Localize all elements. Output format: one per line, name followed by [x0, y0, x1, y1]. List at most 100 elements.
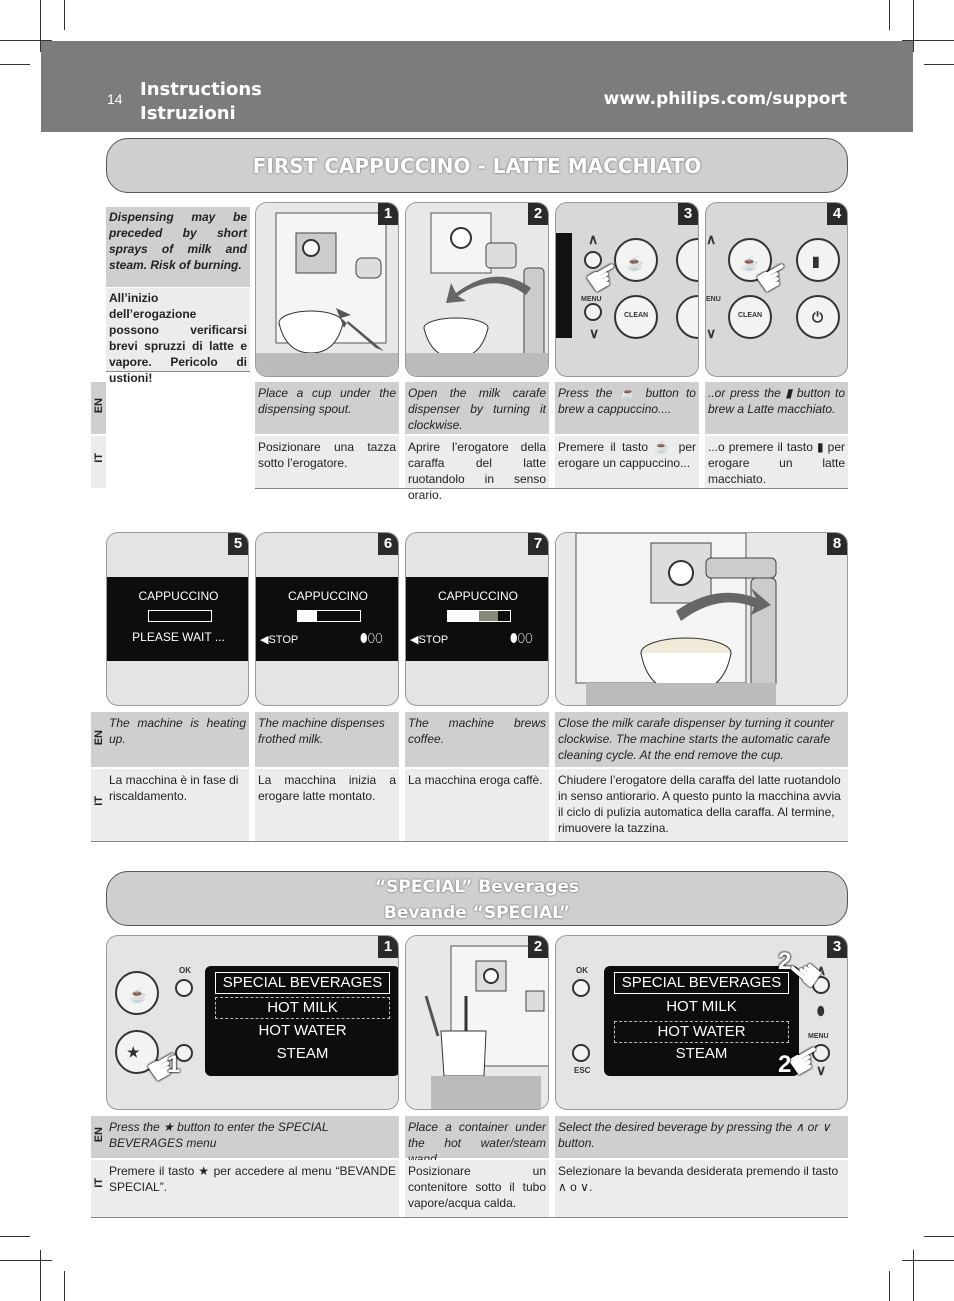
warning-text-en: Dispensing may be preceded by short spra… — [106, 207, 250, 287]
special-beverages-button[interactable] — [115, 1030, 159, 1074]
special-star-icon: ★ — [198, 1164, 210, 1178]
progress-bar — [447, 610, 511, 622]
section-title-it: Bevande “SPECIAL” — [383, 903, 571, 923]
crop-mark — [0, 1236, 30, 1237]
step-3-text-en: Press the ☕ button to brew a cappuccino.… — [555, 382, 699, 434]
step-5-text-it: La macchina è in fase di riscaldamento. — [106, 769, 249, 841]
menu-item-hot-milk[interactable]: HOT MILK — [215, 997, 390, 1019]
container-under-wand-illustration — [406, 936, 548, 1109]
step-number: 3 — [827, 936, 847, 958]
ok-label: OK — [179, 966, 191, 975]
special-step-3-text-en: Select the desired beverage by pressing … — [555, 1116, 848, 1158]
menu-item-hot-water[interactable]: HOT WATER — [258, 1022, 347, 1039]
display-screen: CAPPUCCINO PLEASE WAIT ... — [107, 577, 248, 661]
callout-number: 2 — [778, 948, 792, 975]
step-number: 4 — [827, 203, 847, 225]
step-6-text-it: La macchina inizia a erogare latte monta… — [255, 769, 399, 841]
support-url-link[interactable]: www.philips.com/support — [603, 89, 847, 109]
step-image-3: ∧ ☕ MENU ∨ CLEAN ☛ 3 — [555, 202, 699, 377]
step-image-7: CAPPUCCINO ◀STOP ⬮⬯⬯ 7 — [405, 532, 549, 706]
screen-title: CAPPUCCINO — [287, 589, 368, 603]
aroma-bean-icon: ⬮ — [817, 1004, 825, 1018]
step-number: 5 — [228, 533, 248, 555]
step-1-text-it: Posizionare una tazza sotto l’erogatore. — [255, 436, 399, 488]
clean-label: CLEAN — [624, 312, 649, 319]
clean-button[interactable] — [614, 295, 658, 339]
step-4-text-it: ...o premere il tasto ▮ per erogare un l… — [705, 436, 848, 488]
arrow-up-icon: ∧ — [588, 231, 599, 247]
screen-message: PLEASE WAIT ... — [132, 630, 225, 644]
step-1-text-en: Place a cup under the dispensing spout. — [255, 382, 399, 434]
special-step-1-text-it: Premere il tasto ★ per accedere al menu … — [106, 1160, 399, 1217]
crop-mark — [40, 0, 41, 52]
carafe-open-illustration — [406, 203, 548, 376]
step-8-text-it: Chiudere l’erogatore della caraffa del l… — [555, 769, 848, 841]
lang-strip-it — [91, 436, 106, 488]
latte-glass-icon: ▮ — [812, 253, 820, 269]
step-number: 1 — [378, 936, 398, 958]
latte-button[interactable] — [676, 238, 698, 282]
crop-mark — [0, 64, 30, 65]
power-button[interactable] — [676, 295, 698, 339]
esc-button[interactable] — [572, 1044, 590, 1062]
back-arrow-icon: ◀ — [260, 634, 269, 646]
page-header: 14 Instructions Istruzioni www.philips.c… — [41, 41, 913, 132]
header-title-it: Istruzioni — [140, 103, 236, 124]
down-button[interactable] — [812, 1044, 830, 1062]
latte-macchiato-button[interactable] — [796, 238, 840, 282]
section-title-cappuccino: FIRST CAPPUCCINO - LATTE MACCHIATO — [106, 138, 848, 193]
lang-label-en: EN — [93, 1127, 105, 1143]
special-star-icon: ★ — [163, 1120, 174, 1134]
special-step-2-text-it: Posizionare un contenitore sotto il tubo… — [405, 1160, 549, 1217]
carafe-close-illustration — [556, 533, 847, 705]
special-step-image-3: OK ESC SPECIAL BEVERAGES HOT MILK HOT WA… — [555, 935, 848, 1110]
ok-button-dot[interactable] — [584, 251, 602, 269]
step-image-6: CAPPUCCINO ◀STOP ⬮⬯⬯ 6 — [255, 532, 399, 706]
menu-item-hot-water[interactable]: HOT WATER — [614, 1021, 789, 1043]
special-step-image-2: 2 — [405, 935, 549, 1110]
lang-strip-en — [91, 712, 106, 767]
step-3-text-it: Premere il tasto ☕ per erogare un cappuc… — [555, 436, 699, 488]
ok-button[interactable] — [175, 979, 193, 997]
ok-label: OK — [576, 966, 588, 975]
callout-number: 2 — [778, 1051, 792, 1078]
crop-mark — [64, 1271, 65, 1301]
menu-item-steam[interactable]: STEAM — [675, 1045, 728, 1062]
ok-button[interactable] — [572, 979, 590, 997]
menu-label: MENU — [581, 296, 602, 303]
crop-mark — [64, 0, 65, 30]
stop-button[interactable]: ◀STOP — [260, 634, 299, 646]
power-button[interactable] — [796, 295, 840, 339]
lang-strip-it — [91, 1160, 106, 1217]
stop-button[interactable]: ◀STOP — [410, 634, 449, 646]
step-number: 1 — [378, 203, 398, 225]
cappuccino-button[interactable] — [115, 971, 159, 1015]
menu-button[interactable] — [584, 303, 602, 321]
cappuccino-button[interactable] — [728, 238, 772, 282]
step-2-text-it: Aprire l’erogatore della caraffa del lat… — [405, 436, 549, 502]
menu-title: SPECIAL BEVERAGES — [614, 972, 789, 994]
menu-item-steam[interactable]: STEAM — [276, 1045, 329, 1062]
crop-mark — [889, 1271, 890, 1301]
crop-mark — [924, 64, 954, 65]
esc-button[interactable] — [175, 1044, 193, 1062]
lang-strip-en — [91, 1116, 106, 1158]
up-button[interactable] — [812, 976, 830, 994]
strength-beans-icon: ⬮⬯⬯ — [360, 631, 383, 645]
special-star-icon: ★ — [127, 1044, 140, 1060]
step-number: 6 — [378, 533, 398, 555]
step-image-4: ∧ ENU ∨ ☕ ▮ CLEAN ⏻ ☛ 4 — [705, 202, 848, 377]
arrow-down-icon: ∨ — [706, 325, 717, 341]
cup-icon: ☕ — [129, 987, 147, 1003]
crop-mark — [889, 0, 890, 30]
display-screen: CAPPUCCINO ◀STOP ⬮⬯⬯ — [256, 577, 398, 661]
page-number: 14 — [107, 91, 123, 107]
menu-item-hot-milk[interactable]: HOT MILK — [666, 998, 737, 1015]
cappuccino-button[interactable] — [614, 238, 658, 282]
step-number: 2 — [528, 203, 548, 225]
lang-strip-it — [91, 769, 106, 841]
cappuccino-cup-icon: ☕ — [741, 255, 759, 271]
crop-mark — [0, 40, 52, 41]
arrow-down-icon: ∨ — [589, 325, 600, 341]
clean-button[interactable] — [728, 295, 772, 339]
